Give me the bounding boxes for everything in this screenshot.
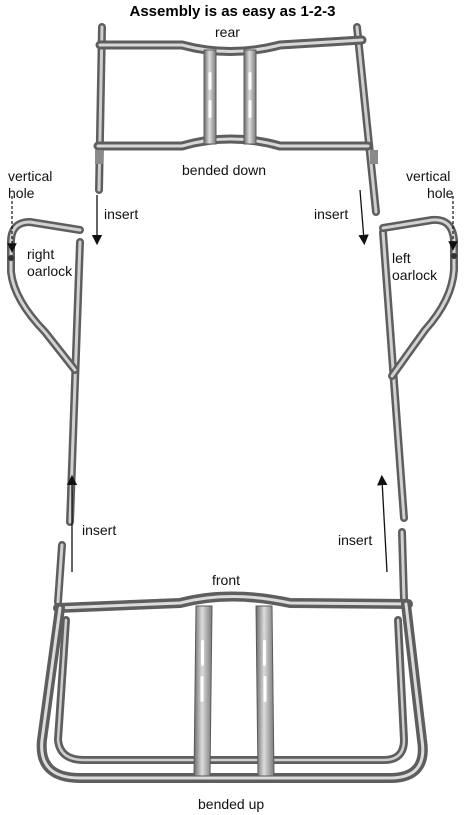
insert-top-right-label: insert bbox=[314, 206, 349, 222]
rear-frame bbox=[93, 23, 380, 216]
right-oarlock-label-line2: oarlock bbox=[27, 263, 73, 279]
insert-bottom-left-label: insert bbox=[82, 522, 117, 538]
right-oarlock-label-line1: right bbox=[27, 246, 55, 262]
front-label: front bbox=[212, 572, 241, 588]
left-oarlock-label-line2: oarlock bbox=[392, 267, 438, 283]
vertical-hole-left-label-line1: vertical bbox=[8, 168, 53, 184]
left-oarlock-label-line1: left bbox=[392, 250, 411, 266]
bended-down-label: bended down bbox=[182, 162, 267, 178]
rear-label: rear bbox=[215, 24, 240, 40]
vertical-hole-right-label-line2: hole bbox=[427, 185, 454, 201]
insert-bottom-right-label: insert bbox=[338, 532, 373, 548]
vertical-hole-right-label-line1: vertical bbox=[406, 168, 451, 184]
diagram-title: Assembly is as easy as 1-2-3 bbox=[129, 3, 336, 20]
left-oarlock-side-tube bbox=[379, 215, 458, 522]
bended-up-label: bended up bbox=[198, 796, 265, 812]
insert-top-left-label: insert bbox=[104, 206, 139, 222]
front-frame bbox=[36, 528, 428, 783]
vertical-hole-left-label-line2: hole bbox=[8, 185, 35, 201]
insert-arrows bbox=[7, 189, 458, 573]
